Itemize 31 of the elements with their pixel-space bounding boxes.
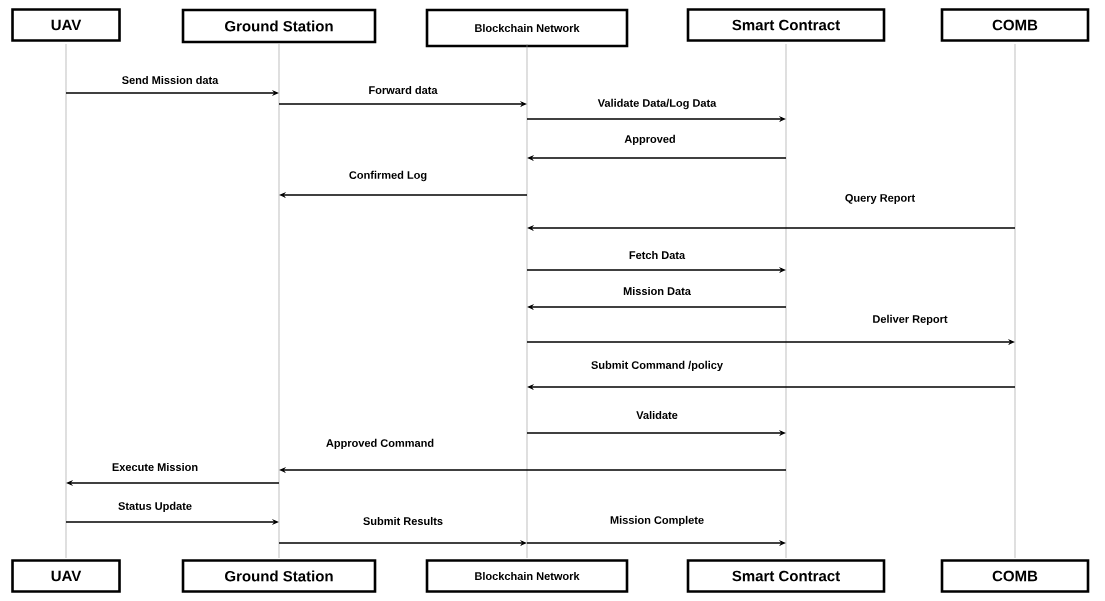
edge-label: Mission Data — [622, 285, 692, 297]
participant-box: COMB — [940, 559, 1090, 593]
lifeline — [1014, 43, 1016, 559]
edge-label: Approved Command — [324, 437, 436, 451]
lifeline — [278, 43, 280, 559]
edge-label: Forward data — [367, 84, 439, 96]
edge-label: Query Report — [843, 193, 917, 205]
edge-label: Status Update — [117, 500, 193, 514]
edge-label: Mission Complete — [608, 514, 706, 528]
participant-box: COMB — [940, 8, 1090, 42]
edge-label: Fetch Data — [627, 249, 687, 261]
edge-label: Deliver Report — [871, 313, 949, 327]
edge-label: Submit Results — [361, 515, 445, 527]
edge-label: Approved — [623, 133, 677, 147]
participant-box: Blockchain Network — [425, 8, 629, 48]
participant-box: UAV — [11, 8, 121, 42]
lifeline — [65, 43, 67, 559]
edge-label: Validate Data/Log Data — [596, 97, 718, 111]
edge-label: Execute Mission — [110, 461, 200, 473]
edge-label: Validate — [635, 409, 679, 421]
lifeline — [526, 43, 528, 559]
participant-box: Smart Contract — [686, 8, 886, 42]
participant-box: Blockchain Network — [425, 559, 629, 593]
participant-box: Smart Contract — [686, 559, 886, 593]
participant-box: Ground Station — [181, 559, 377, 593]
participant-box: Ground Station — [181, 8, 377, 44]
edge-label: Send Mission data — [120, 74, 220, 86]
edge-label: Submit Command /policy — [590, 359, 724, 373]
edge-label: Confirmed Log — [347, 169, 429, 183]
lifeline — [785, 43, 787, 559]
participant-box: UAV — [11, 559, 121, 593]
